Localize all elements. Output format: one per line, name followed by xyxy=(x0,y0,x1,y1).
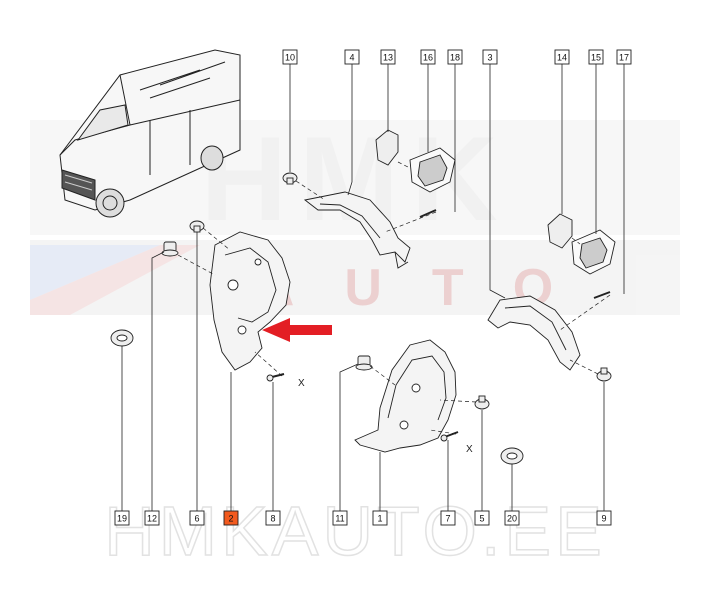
callout-label: 15 xyxy=(591,53,601,63)
callout-18: 18 xyxy=(447,49,463,65)
watermark-band-bottom xyxy=(30,240,680,315)
callout-box xyxy=(596,510,612,526)
callout-label: 17 xyxy=(619,53,629,63)
callout-box xyxy=(332,510,348,526)
callout-label: 10 xyxy=(285,53,295,63)
callout-3: 3 xyxy=(482,49,498,65)
hardware-parts xyxy=(110,129,616,465)
callout-9: 9 xyxy=(596,510,612,526)
x-marker-8: X xyxy=(298,378,305,389)
callout-20: 20 xyxy=(504,510,520,526)
callout-box xyxy=(223,510,239,526)
callout-box xyxy=(372,510,388,526)
callout-box xyxy=(482,49,498,65)
callout-box xyxy=(380,49,396,65)
watermark: HMK AUTO xyxy=(30,112,680,317)
watermark-red-shape xyxy=(30,245,200,315)
callout-box xyxy=(420,49,436,65)
callout-15: 15 xyxy=(588,49,604,65)
callout-label: 3 xyxy=(487,53,492,63)
callout-16: 16 xyxy=(420,49,436,65)
callout-4: 4 xyxy=(344,49,360,65)
callout-label: 14 xyxy=(557,53,567,63)
callout-6: 6 xyxy=(189,510,205,526)
callout-5: 5 xyxy=(474,510,490,526)
callout-label: 4 xyxy=(349,53,354,63)
assembly-lines xyxy=(177,161,611,435)
callout-box xyxy=(474,510,490,526)
callout-label: 20 xyxy=(507,514,517,524)
callout-label: 6 xyxy=(194,514,199,524)
callout-19: 19 xyxy=(114,510,130,526)
callout-box xyxy=(504,510,520,526)
part-3-liner xyxy=(487,295,581,371)
callout-label: 9 xyxy=(601,514,606,524)
pointer-arrow xyxy=(262,318,332,342)
callout-10: 10 xyxy=(282,49,298,65)
callout-14: 14 xyxy=(554,49,570,65)
part-4-liner xyxy=(303,191,411,269)
callout-8: 8 xyxy=(265,510,281,526)
callout-2: 2 xyxy=(223,510,239,526)
callout-17: 17 xyxy=(616,49,632,65)
callout-box xyxy=(144,510,160,526)
callout-label: 1 xyxy=(377,514,382,524)
callout-box xyxy=(588,49,604,65)
callout-box xyxy=(282,49,298,65)
callout-label: 8 xyxy=(270,514,275,524)
callout-12: 12 xyxy=(144,510,160,526)
leader-lines xyxy=(121,64,625,512)
callout-box xyxy=(344,49,360,65)
van-illustration xyxy=(59,49,241,218)
callout-label: 19 xyxy=(117,514,127,524)
callout-box xyxy=(189,510,205,526)
callout-13: 13 xyxy=(380,49,396,65)
callout-label: 11 xyxy=(335,514,344,524)
callout-box xyxy=(447,49,463,65)
callout-box xyxy=(114,510,130,526)
watermark-footer: HMKAUTO.EE xyxy=(104,492,606,570)
x-markers: X X xyxy=(298,378,473,455)
x-marker-7: X xyxy=(466,444,473,455)
callout-11: 11 xyxy=(332,510,348,526)
callout-label: 16 xyxy=(423,53,433,63)
callout-box xyxy=(440,510,456,526)
callout-label: 18 xyxy=(450,53,460,63)
callout-box xyxy=(265,510,281,526)
callout-label: 13 xyxy=(383,53,393,63)
callout-1: 1 xyxy=(372,510,388,526)
callout-box xyxy=(616,49,632,65)
callout-label: 5 xyxy=(479,514,484,524)
callout-label: 2 xyxy=(228,514,233,524)
part-1-liner xyxy=(354,339,457,453)
watermark-logo: HMK xyxy=(200,112,509,246)
callout-7: 7 xyxy=(440,510,456,526)
callout-label: 12 xyxy=(147,514,157,524)
watermark-blue-shape xyxy=(30,245,160,300)
part-2-liner xyxy=(209,231,291,371)
callout-box xyxy=(554,49,570,65)
callout-label: 7 xyxy=(445,514,450,524)
